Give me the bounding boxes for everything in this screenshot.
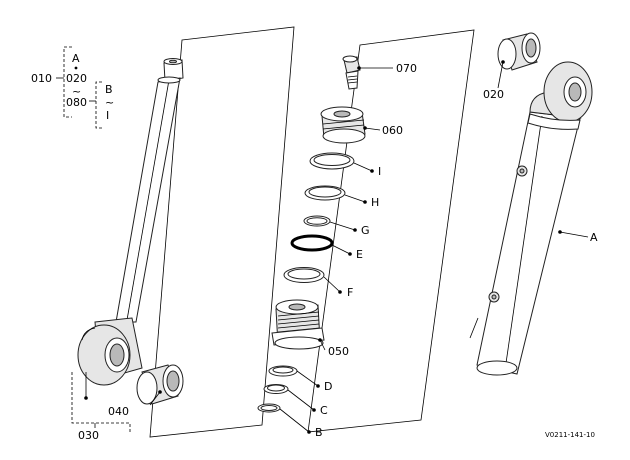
reference-code: V0211-141-10: [545, 431, 595, 439]
seal-ring-F: [283, 267, 325, 283]
gland-group-frame: [307, 29, 475, 433]
group-key-brackets: [56, 46, 131, 432]
seal-ring-D: [268, 365, 298, 377]
group-A-dot: [74, 66, 78, 70]
callout-G: G: [361, 224, 370, 237]
rod-group-frame: [149, 26, 295, 438]
callout-group-B: B: [105, 83, 113, 96]
callout-group-I: I: [106, 109, 109, 122]
bushing-020: [497, 32, 541, 71]
cylinder-gland-050: [271, 299, 325, 350]
callout-D: D: [324, 380, 332, 393]
seal-ring-C: [263, 384, 289, 394]
piston-rod-assembly: [77, 58, 184, 386]
callout-tilde-right: ~: [105, 96, 114, 109]
callout-050: 050: [328, 345, 349, 358]
cylinder-tube-A: [469, 61, 593, 376]
callout-B: B: [315, 426, 323, 439]
leader-lines: [84, 60, 589, 434]
callout-F: F: [347, 286, 353, 299]
callout-010: 010: [31, 72, 52, 85]
callout-060: 060: [382, 124, 403, 137]
bolt-070: [342, 55, 361, 90]
callout-A: A: [590, 231, 598, 244]
callout-E: E: [356, 248, 363, 261]
callout-030: 030: [78, 429, 99, 442]
piston-060: [320, 106, 366, 144]
callout-I: I: [378, 165, 381, 178]
callout-H: H: [371, 196, 379, 209]
callout-C: C: [320, 404, 328, 417]
o-ring-E: [290, 234, 334, 252]
callout-group-A: A: [72, 52, 80, 65]
seal-ring-H: [304, 185, 346, 201]
seal-ring-I: [309, 152, 355, 170]
bushing-040: [136, 364, 184, 405]
callout-040: 040: [108, 405, 129, 418]
callout-tilde-left: ~: [72, 85, 81, 98]
callout-020: 020: [483, 88, 504, 101]
callout-070: 070: [396, 62, 417, 75]
callout-020-key: 020: [66, 72, 87, 85]
callout-080: 080: [66, 96, 87, 109]
o-ring-G: [303, 215, 331, 227]
seal-ring-B: [257, 403, 281, 413]
